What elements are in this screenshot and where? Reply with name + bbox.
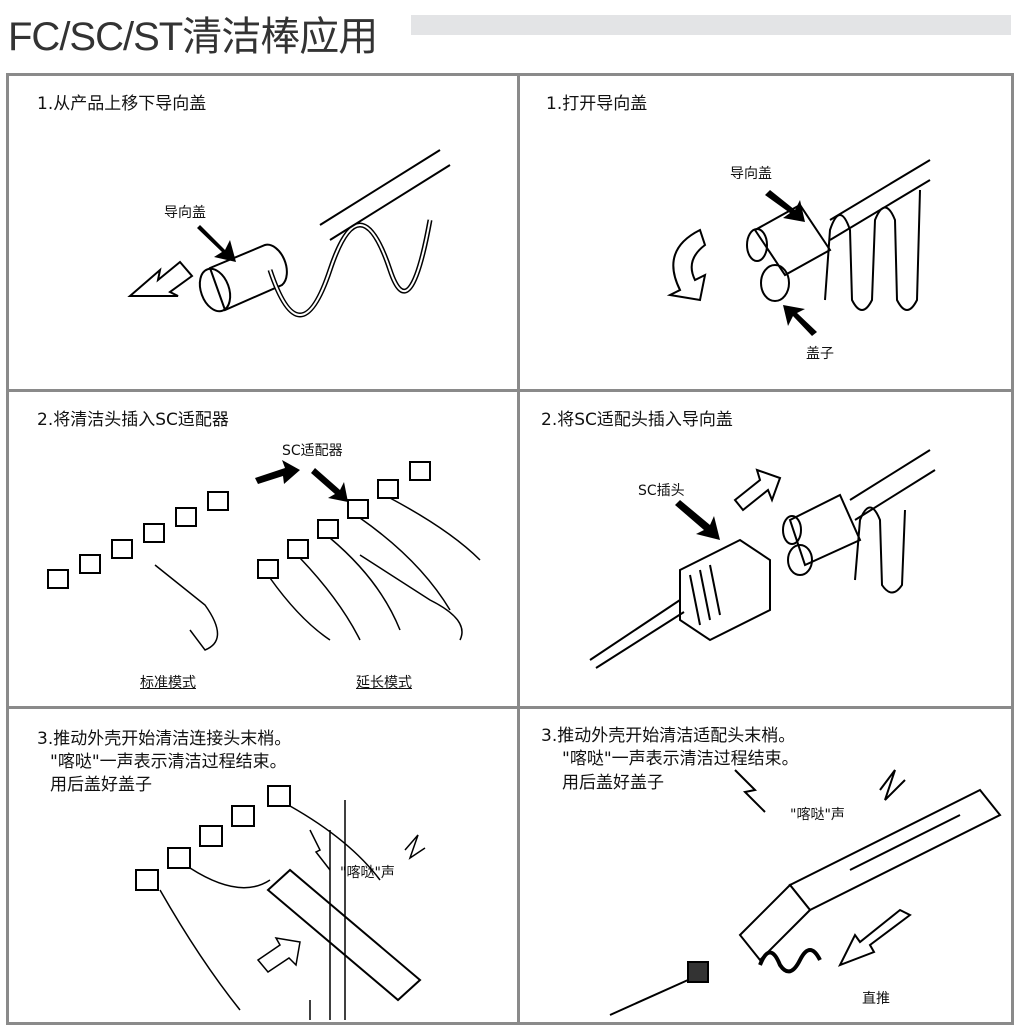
guide-cap-label: 导向盖 bbox=[730, 166, 772, 182]
step-2-insert-adapter: 2.将清洁头插入SC适配器 bbox=[37, 410, 229, 430]
step-3-line-3: 用后盖好盖子 bbox=[562, 773, 664, 793]
step-3-line-3: 用后盖好盖子 bbox=[50, 775, 152, 795]
push-label: 直推 bbox=[862, 991, 890, 1007]
row-divider bbox=[6, 706, 1014, 709]
sc-adapter-label: SC适配器 bbox=[282, 443, 343, 459]
clean-connector-illustration bbox=[135, 785, 426, 1020]
column-divider bbox=[517, 73, 520, 1025]
click-sound-label: "喀哒"声 bbox=[340, 865, 395, 881]
step-3-line-2: "喀哒"一声表示清洁过程结束。 bbox=[50, 752, 287, 772]
step-3-line-2: "喀哒"一声表示清洁过程结束。 bbox=[562, 749, 799, 769]
step-3-line-1: 3.推动外壳开始清洁连接头末梢。 bbox=[37, 729, 292, 749]
sc-plug-label: SC插头 bbox=[638, 483, 685, 499]
guide-cap-label: 导向盖 bbox=[164, 205, 206, 221]
insert-adapter-illustration bbox=[47, 460, 481, 651]
open-cap-illustration bbox=[666, 159, 931, 336]
page-title: FC/SC/ST清洁棒应用 bbox=[8, 15, 378, 59]
remove-cap-illustration bbox=[127, 149, 451, 318]
insert-plug-illustration bbox=[589, 449, 936, 669]
step-3-line-1: 3.推动外壳开始清洁适配头末梢。 bbox=[541, 726, 796, 746]
lid-label: 盖子 bbox=[806, 346, 834, 362]
click-sound-label: "喀哒"声 bbox=[790, 807, 845, 823]
instruction-grid bbox=[6, 73, 1014, 1025]
step-1-remove-cap: 1.从产品上移下导向盖 bbox=[37, 94, 207, 114]
title-decoration-bar bbox=[411, 15, 1011, 35]
row-divider bbox=[6, 389, 1014, 392]
step-1-open-cap: 1.打开导向盖 bbox=[546, 94, 648, 114]
standard-mode-label: 标准模式 bbox=[140, 675, 196, 691]
step-2-insert-plug: 2.将SC适配头插入导向盖 bbox=[541, 410, 733, 430]
extended-mode-label: 延长模式 bbox=[356, 675, 412, 691]
